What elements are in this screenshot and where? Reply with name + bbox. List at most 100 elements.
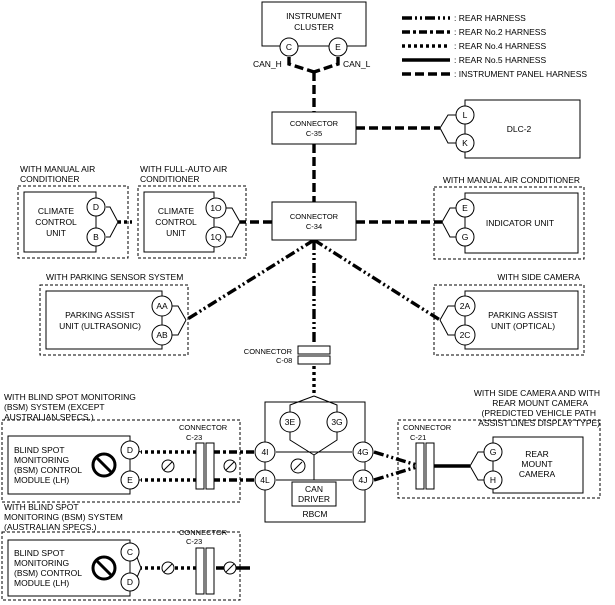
- cluster-pin-c-label: C: [286, 42, 292, 52]
- fullauto-title-line1: WITH FULL-AUTO AIR: [140, 164, 227, 174]
- rbcm-pin-4l: 4L: [260, 475, 270, 485]
- manual-ac-pin-d: D: [93, 202, 99, 212]
- c34-label-line1: CONNECTOR: [290, 212, 339, 221]
- indicator-title: WITH MANUAL AIR CONDITIONER: [443, 175, 580, 185]
- fullauto-unit-line3: UNIT: [166, 228, 186, 238]
- parking-assist-optical: WITH SIDE CAMERA PARKING ASSIST UNIT (OP…: [433, 272, 585, 356]
- indicator-label: INDICATOR UNIT: [486, 218, 554, 228]
- fullauto-pin-1o: 1O: [210, 203, 222, 213]
- c35-label-line2: C-35: [306, 129, 322, 138]
- manual-ac-unit-line1: CLIMATE: [38, 206, 75, 216]
- legend: : REAR HARNESS : REAR No.2 HARNESS : REA…: [402, 13, 587, 79]
- full-auto-ac-climate-unit: WITH FULL-AUTO AIR CONDITIONER CLIMATE C…: [137, 164, 247, 259]
- fullauto-pin-1q: 1Q: [210, 232, 222, 242]
- camera-unit-line3: CAMERA: [519, 469, 556, 479]
- manual-ac-climate-unit: WITH MANUAL AIR CONDITIONER CLIMATE CONT…: [17, 164, 129, 259]
- bsm-aus-conn-line1: CONNECTOR: [179, 528, 228, 537]
- fullauto-unit-line1: CLIMATE: [158, 206, 195, 216]
- wire-cluster-can-l: [313, 57, 340, 74]
- cluster-label-line2: CLUSTER: [294, 22, 334, 32]
- fullauto-title-line2: CONDITIONER: [140, 174, 200, 184]
- bsm-aus-title-line1: WITH BLIND SPOT: [4, 502, 79, 512]
- c08-label-line2: C-08: [276, 356, 292, 365]
- bsm-aus-conn-line2: C-23: [186, 537, 202, 546]
- side-camera-unit-line2: UNIT (OPTICAL): [491, 321, 555, 331]
- rbcm-can-line1: CAN: [305, 484, 323, 494]
- manual-ac-title-line1: WITH MANUAL AIR: [20, 164, 95, 174]
- camera-title-line4: ASSIST LINES DISPLAY TYPE): [478, 418, 600, 428]
- parking-sensor-unit-line1: PARKING ASSIST: [65, 310, 135, 320]
- wire-camera-split: [469, 451, 484, 481]
- parking-sensor-unit-line2: UNIT (ULTRASONIC): [59, 321, 141, 331]
- bsm-aus-mod-line2: MONITORING: [14, 558, 69, 568]
- wire-manual-ac-split: [106, 206, 119, 238]
- side-camera-pin-2a: 2A: [460, 301, 471, 311]
- parking-sensor-pin-ab: AB: [156, 330, 168, 340]
- wire-parking-sensor-split: [172, 305, 187, 336]
- camera-pin-h: H: [490, 475, 496, 485]
- bsm-pin-d: D: [127, 445, 133, 455]
- rbcm-pin-4j: 4J: [359, 475, 368, 485]
- bsm-aus-mod-line3: (BSM) CONTROL: [14, 568, 82, 578]
- c34-label-line2: C-34: [306, 222, 322, 231]
- prohibited-icon: [91, 452, 117, 478]
- camera-conn-line2: C-21: [410, 433, 426, 442]
- cluster-can-l-label: CAN_L: [343, 59, 371, 69]
- dlc-pin-k: K: [462, 138, 468, 148]
- camera-pin-g: G: [490, 447, 497, 457]
- wire-rbcm-camera-top: [373, 450, 421, 468]
- legend-label-ip: : INSTRUMENT PANEL HARNESS: [454, 69, 587, 79]
- parking-sensor-pin-aa: AA: [156, 301, 168, 311]
- camera-unit-line2: MOUNT: [521, 459, 552, 469]
- legend-label-rear5: : REAR No.5 HARNESS: [454, 55, 546, 65]
- instrument-cluster: INSTRUMENT CLUSTER C E CAN_H CAN_L: [253, 1, 371, 69]
- wires: [106, 57, 484, 583]
- bsm-title-line1: WITH BLIND SPOT MONITORING: [4, 392, 136, 402]
- side-camera-pin-2c: 2C: [460, 330, 471, 340]
- rbcm-can-line2: DRIVER: [298, 494, 330, 504]
- indicator-pin-g: G: [462, 232, 469, 242]
- prohibited-icon: [91, 555, 117, 581]
- c08-label-line1: CONNECTOR: [244, 347, 293, 356]
- dlc-label: DLC-2: [507, 124, 532, 134]
- bsm-title-line2: (BSM) SYSTEM (EXCEPT: [4, 402, 105, 412]
- bsm-conn-line2: C-23: [186, 433, 202, 442]
- dlc-pin-l: L: [463, 110, 468, 120]
- wire-side-camera-split: [439, 305, 456, 336]
- bsm-conn-line1: CONNECTOR: [179, 423, 228, 432]
- wire-rbcm-internal-bus: [276, 430, 352, 481]
- twisted-pair-mark: [161, 459, 237, 473]
- fullauto-unit-line2: CONTROL: [155, 217, 197, 227]
- bsm-mod-line1: BLIND SPOT: [14, 445, 65, 455]
- rear-mount-camera: WITH SIDE CAMERA AND WITH REAR MOUNT CAM…: [397, 388, 601, 499]
- indicator-unit: WITH MANUAL AIR CONDITIONER INDICATOR UN…: [433, 175, 585, 260]
- bsm-mod-line3: (BSM) CONTROL: [14, 465, 82, 475]
- bsm-aus-pin-d: D: [127, 577, 133, 587]
- wire-rbcm-camera-bottom: [373, 464, 421, 482]
- legend-label-rear4: : REAR No.4 HARNESS: [454, 41, 546, 51]
- wire-dlc-split: [439, 114, 456, 144]
- cluster-pin-e: [328, 37, 348, 57]
- bsm-australian: WITH BLIND SPOT MONITORING (BSM) SYSTEM …: [1, 502, 241, 601]
- bsm-aus-title-line2: MONITORING (BSM) SYSTEM: [4, 512, 123, 522]
- bsm-title-line3: AUSTRALIAN SPECS.): [4, 412, 94, 422]
- bsm-non-australian: WITH BLIND SPOT MONITORING (BSM) SYSTEM …: [1, 392, 241, 503]
- rbcm: RBCM CAN DRIVER 3E 3G 4I 4L 4G 4J: [254, 401, 374, 523]
- cluster-pin-c: [279, 37, 299, 57]
- wire-indicator-split: [441, 207, 456, 238]
- rbcm-pin-3g: 3G: [331, 417, 342, 427]
- cluster-can-h-label: CAN_H: [253, 59, 282, 69]
- manual-ac-unit-line3: UNIT: [46, 228, 66, 238]
- c35-label-line1: CONNECTOR: [290, 119, 339, 128]
- bsm-aus-mod-line4: MODULE (LH): [14, 578, 69, 588]
- legend-label-rear: : REAR HARNESS: [454, 13, 526, 23]
- connector-c08: CONNECTOR C-08: [244, 345, 331, 365]
- rbcm-pin-4i: 4I: [261, 447, 268, 457]
- bsm-mod-line2: MONITORING: [14, 455, 69, 465]
- wire-c34-parking-sensor: [185, 238, 315, 322]
- rbcm-pin-3e: 3E: [285, 417, 296, 427]
- cluster-pin-e-label: E: [335, 42, 341, 52]
- dlc-2: DLC-2 L K: [455, 99, 581, 159]
- wire-fullauto-split: [226, 207, 241, 238]
- camera-title-line3: (PREDICTED VEHICLE PATH: [482, 408, 596, 418]
